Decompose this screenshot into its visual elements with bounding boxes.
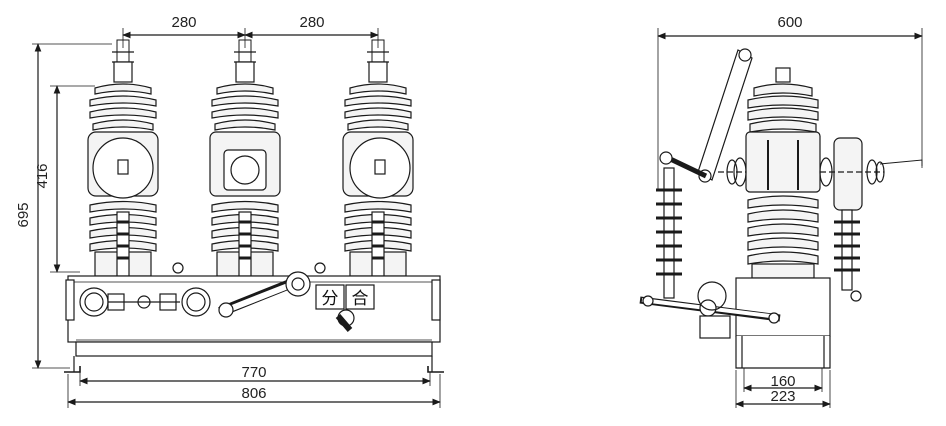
dimension-label-600: 600 xyxy=(777,14,802,31)
lifting-eye xyxy=(314,262,326,274)
dimension-overall-width: 600 xyxy=(657,14,923,190)
dimension-label-416: 416 xyxy=(34,163,51,188)
side-view: 600 xyxy=(639,14,923,408)
dimension-pole-height: 416 xyxy=(34,85,95,273)
side-mechanism-box xyxy=(639,277,831,369)
dimension-label-695: 695 xyxy=(15,202,32,227)
dimension-label-770: 770 xyxy=(241,364,266,381)
dimension-label-223: 223 xyxy=(770,388,795,405)
label-open: 分 xyxy=(322,289,339,309)
pole-middle xyxy=(209,39,281,277)
main-insulator xyxy=(745,67,821,279)
dimension-outer-width: 223 xyxy=(735,370,831,408)
lifting-eye xyxy=(172,262,184,274)
disconnector-arm xyxy=(659,48,753,183)
dimension-inner-width: 160 xyxy=(743,368,823,392)
dimension-label-160: 160 xyxy=(770,373,795,390)
pole-right xyxy=(342,39,414,277)
bushing-left xyxy=(700,157,747,187)
dimension-label-806: 806 xyxy=(241,385,266,402)
dimension-total-height: 695 xyxy=(15,43,112,369)
dimension-spacing-right: 280 xyxy=(244,14,379,48)
mechanism-housing xyxy=(65,271,441,343)
dimension-mount-width: 770 xyxy=(79,364,431,386)
open-close-labels: 分 合 xyxy=(315,284,375,310)
bushing-right xyxy=(819,137,923,211)
label-close: 合 xyxy=(352,289,369,309)
dimension-label-280-right: 280 xyxy=(299,14,324,31)
arrester-right xyxy=(834,209,862,302)
dimension-label-280-left: 280 xyxy=(171,14,196,31)
arrester-left xyxy=(656,167,682,299)
pole-left xyxy=(87,39,159,277)
dimension-spacing-left: 280 xyxy=(122,14,246,48)
dimension-base-width: 806 xyxy=(67,374,441,408)
base-frame xyxy=(64,341,444,373)
front-view: 280 280 695 416 xyxy=(15,14,444,408)
